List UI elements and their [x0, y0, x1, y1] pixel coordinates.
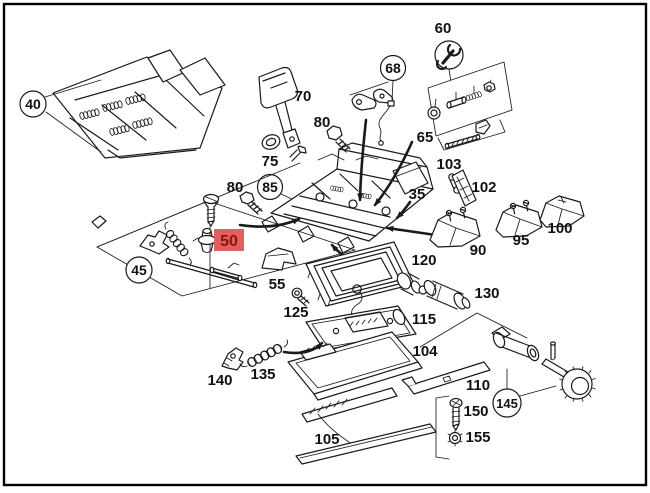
part-floor-pan-40 — [44, 49, 226, 159]
tool-kit-symbol-60[interactable] — [434, 40, 464, 71]
callout-100-label[interactable]: 100 — [547, 220, 572, 237]
callout-135-label[interactable]: 135 — [250, 366, 275, 383]
callout-155-label[interactable]: 155 — [465, 429, 490, 446]
callout-125-label[interactable]: 125 — [283, 304, 308, 321]
arrow-65-to-frame — [373, 140, 414, 207]
callout-68-label[interactable]: 68 — [385, 60, 401, 76]
callout-50-highlighted[interactable]: 50 — [214, 229, 244, 251]
callout-140-label[interactable]: 140 — [207, 372, 232, 389]
part-spring-135 — [239, 339, 288, 369]
part-bellows-120 — [305, 241, 415, 307]
part-cover-90 — [429, 206, 481, 248]
callout-120-label[interactable]: 120 — [411, 252, 436, 269]
callout-102-label[interactable]: 102 — [471, 179, 496, 196]
callout-110-label[interactable]: 110 — [466, 377, 490, 394]
callout-130-label[interactable]: 130 — [474, 285, 499, 302]
callout-65-label[interactable]: 65 — [417, 129, 434, 146]
part-bracket-55 — [261, 247, 297, 271]
callout-40-label[interactable]: 40 — [25, 96, 41, 112]
part-lower-pan-104 — [287, 331, 423, 401]
part-bolt-at-buckle — [289, 145, 307, 162]
callout-150-label[interactable]: 150 — [463, 403, 488, 420]
arrow-135-to-pan — [282, 341, 324, 355]
callout-45-label[interactable]: 45 — [131, 262, 147, 278]
part-pawl-140 — [221, 347, 244, 371]
callout-145[interactable]: 145 — [492, 388, 522, 418]
part-nut-155 — [447, 429, 463, 447]
callout-85[interactable]: 85 — [256, 173, 284, 201]
part-bolt-80-top — [326, 125, 351, 153]
part-cover-100 — [539, 195, 585, 228]
callout-105-label[interactable]: 105 — [314, 431, 339, 448]
part-pad-102 — [451, 169, 477, 207]
bracket-150-155 — [435, 395, 450, 460]
callout-60-label[interactable]: 60 — [435, 20, 452, 37]
part-rail-110 — [401, 361, 491, 395]
callout-40[interactable]: 40 — [19, 90, 47, 118]
part-group-45 — [91, 200, 356, 297]
part-seat-pan-115 — [305, 284, 417, 351]
arrow-50-to-frame — [238, 217, 301, 228]
callout-115-label[interactable]: 115 — [412, 311, 436, 328]
callout-45[interactable]: 45 — [125, 256, 153, 284]
callout-55-label[interactable]: 55 — [269, 276, 286, 293]
part-ring-75 — [261, 134, 281, 150]
callout-103-label[interactable]: 103 — [436, 156, 461, 173]
part-bolt-80-left — [239, 191, 263, 215]
callout-50-label[interactable]: 50 — [220, 233, 238, 250]
part-adjuster-145 — [419, 312, 596, 402]
part-levers-68 — [349, 80, 395, 146]
callout-80-top-label[interactable]: 80 — [314, 114, 331, 131]
wrench-icon — [435, 43, 462, 71]
part-screw-125 — [291, 287, 310, 307]
callout-35-label[interactable]: 35 — [409, 186, 426, 203]
callout-75-label[interactable]: 75 — [262, 153, 279, 170]
callout-90-label[interactable]: 90 — [470, 242, 487, 259]
part-seat-frame-35 — [96, 142, 434, 254]
callout-85-label[interactable]: 85 — [262, 179, 278, 195]
callout-95-label[interactable]: 95 — [513, 232, 530, 249]
callout-68[interactable]: 68 — [379, 54, 407, 82]
part-hardware-kit-60 — [427, 61, 513, 151]
callout-104-label[interactable]: 104 — [412, 343, 438, 360]
arrow-35 — [395, 200, 412, 220]
arrow-68-to-frame — [357, 118, 368, 202]
callout-70-label[interactable]: 70 — [295, 88, 312, 105]
callout-145-label[interactable]: 145 — [496, 396, 518, 411]
highlight-box-50[interactable] — [214, 229, 244, 251]
part-rail-105-upper — [301, 387, 398, 445]
part-belt-buckle-70 — [258, 66, 301, 149]
part-actuator-130 — [396, 272, 471, 310]
part-screw-150 — [449, 397, 463, 431]
